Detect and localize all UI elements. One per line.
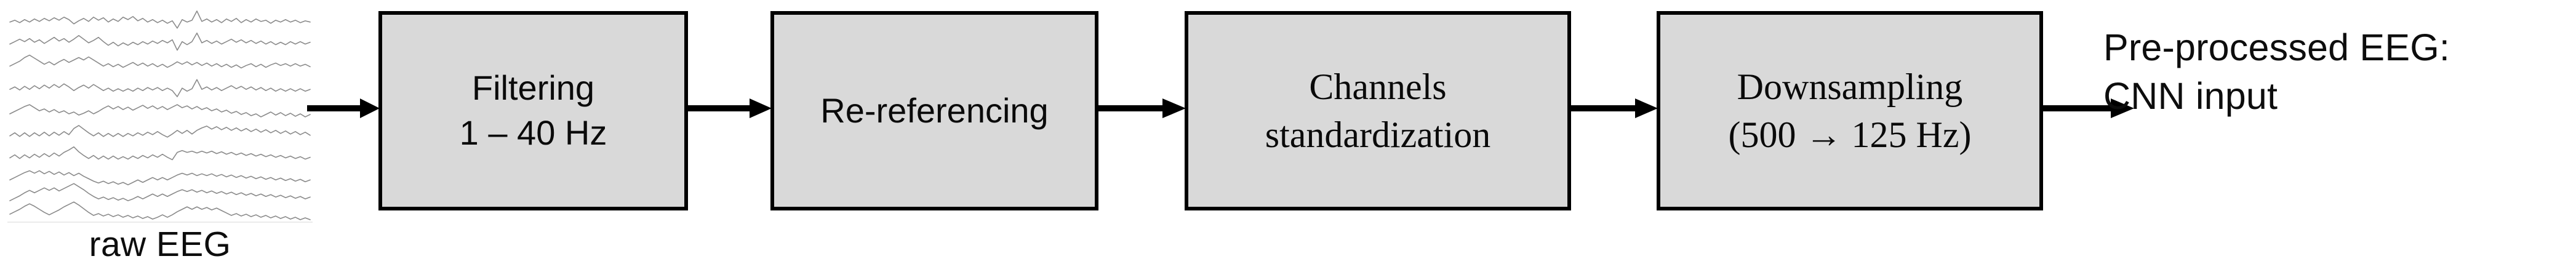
eeg-trace bbox=[9, 125, 311, 138]
output-label-line-2: CNN input bbox=[2103, 75, 2278, 118]
arrow-filtering-to-rereferencing bbox=[687, 95, 772, 122]
eeg-trace bbox=[9, 170, 311, 186]
raw-eeg-panel bbox=[7, 4, 313, 223]
eeg-trace bbox=[9, 32, 311, 51]
output-label: Pre-processed EEG: CNN input bbox=[2103, 23, 2571, 121]
step-box-rereferencing[interactable]: Re-referencing bbox=[770, 11, 1098, 210]
eeg-trace bbox=[9, 54, 311, 69]
arrow-glyph bbox=[687, 98, 772, 118]
eeg-trace bbox=[9, 146, 311, 161]
eeg-trace bbox=[9, 10, 311, 29]
step-box-filtering-label: Filtering 1 – 40 Hz bbox=[459, 68, 607, 152]
eeg-trace bbox=[9, 79, 311, 97]
eeg-trace-group bbox=[9, 10, 311, 220]
eeg-trace bbox=[9, 201, 311, 220]
arrow-channels-to-downsampling bbox=[1570, 95, 1658, 122]
arrow-glyph bbox=[1570, 98, 1658, 118]
step-box-channels-standardization[interactable]: Channels standardization bbox=[1185, 11, 1571, 210]
raw-eeg-caption: raw EEG bbox=[89, 225, 231, 264]
arrow-rereferencing-to-channels bbox=[1097, 95, 1186, 122]
step-box-downsampling[interactable]: Downsampling (500 → 125 Hz) bbox=[1657, 11, 2043, 210]
arrow-glyph bbox=[2042, 98, 2134, 118]
step-box-downsampling-label: Downsampling (500 → 125 Hz) bbox=[1728, 66, 1972, 155]
arrow-raw-to-filtering bbox=[307, 95, 380, 122]
step-box-rereferencing-label: Re-referencing bbox=[820, 90, 1049, 130]
step-box-filtering[interactable]: Filtering 1 – 40 Hz bbox=[378, 11, 688, 210]
eeg-trace bbox=[9, 104, 311, 118]
arrow-glyph bbox=[1097, 98, 1186, 118]
arrow-downsampling-to-output bbox=[2042, 95, 2134, 122]
step-box-channels-standardization-label: Channels standardization bbox=[1265, 66, 1491, 155]
eeg-trace bbox=[9, 183, 311, 201]
eeg-traces-svg bbox=[9, 10, 311, 220]
arrow-glyph bbox=[307, 98, 380, 118]
output-label-line-1: Pre-processed EEG: bbox=[2103, 26, 2450, 68]
